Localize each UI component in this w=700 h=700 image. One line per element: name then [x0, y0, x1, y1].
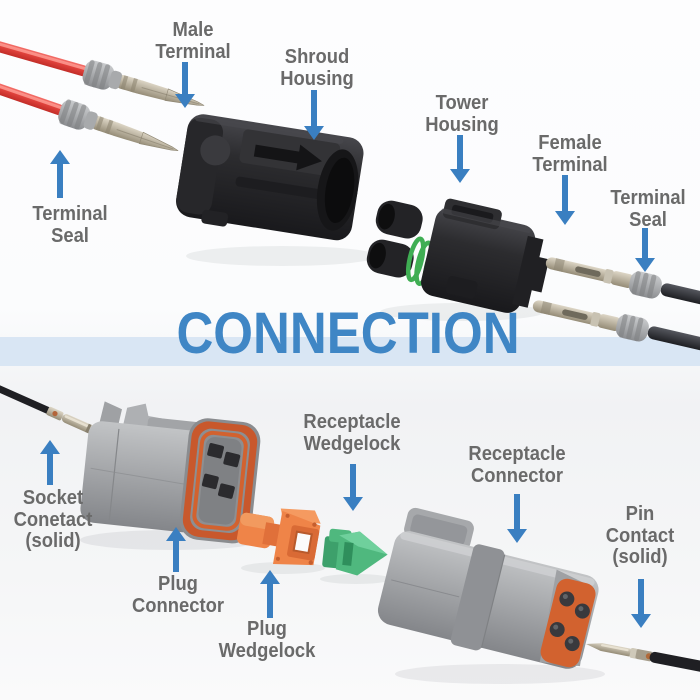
- label-receptacle-wedgelock: Receptacle Wedgelock: [303, 411, 401, 455]
- label-plug-connector: Plug Connector: [132, 573, 224, 617]
- arrow-socket-contact: [40, 440, 60, 485]
- female-terminal-assembly-1: [545, 257, 700, 319]
- male-terminal-assembly-1: [0, 38, 205, 106]
- label-pin-contact: Pin Contact (solid): [605, 503, 675, 569]
- arrow-terminal-seal-right: [635, 228, 655, 272]
- arrow-plug-wedgelock: [260, 570, 280, 618]
- label-male-terminal: Male Terminal: [155, 19, 231, 63]
- label-terminal-seal-right: Terminal Seal: [610, 187, 686, 231]
- diagram-title: CONNECTION: [176, 301, 520, 366]
- arrow-receptacle-wedgelock: [343, 464, 363, 511]
- shroud-housing-part: [176, 114, 364, 241]
- arrow-pin-contact: [631, 579, 651, 628]
- arrow-terminal-seal-left: [50, 150, 70, 198]
- label-female-terminal: Female Terminal: [532, 132, 608, 176]
- label-socket-contact: Socket Conetact (solid): [13, 487, 93, 553]
- arrow-tower-housing: [450, 135, 470, 183]
- label-terminal-seal-left: Terminal Seal: [32, 203, 108, 247]
- pin-contact-part: [586, 643, 700, 685]
- plug-face: [179, 418, 261, 544]
- label-tower-housing: Tower Housing: [425, 92, 499, 136]
- label-shroud-housing: Shroud Housing: [280, 46, 354, 90]
- male-terminal-assembly-2: [0, 70, 179, 151]
- receptacle-connector-part: [377, 507, 599, 669]
- title-band: [0, 337, 700, 366]
- arrow-shroud-housing: [304, 90, 324, 140]
- arrow-plug-connector: [166, 527, 186, 572]
- arrow-receptacle-connector: [507, 494, 527, 543]
- socket-contact-part: [0, 385, 96, 435]
- arrow-male-terminal: [175, 62, 195, 108]
- female-terminal-assembly-2: [532, 300, 700, 362]
- label-receptacle-connector: Receptacle Connector: [468, 443, 566, 487]
- tower-housing-part: [366, 198, 550, 313]
- arrow-female-terminal: [555, 175, 575, 225]
- plug-connector-part: [80, 401, 261, 544]
- label-plug-wedgelock: Plug Wedgelock: [218, 618, 316, 662]
- plug-wedgelock-part: [236, 508, 321, 566]
- receptacle-face: [539, 569, 596, 668]
- terminal-seal-right-part: [628, 271, 662, 299]
- receptacle-wedgelock-part: [322, 528, 388, 576]
- terminal-seal-left-part: [82, 59, 123, 90]
